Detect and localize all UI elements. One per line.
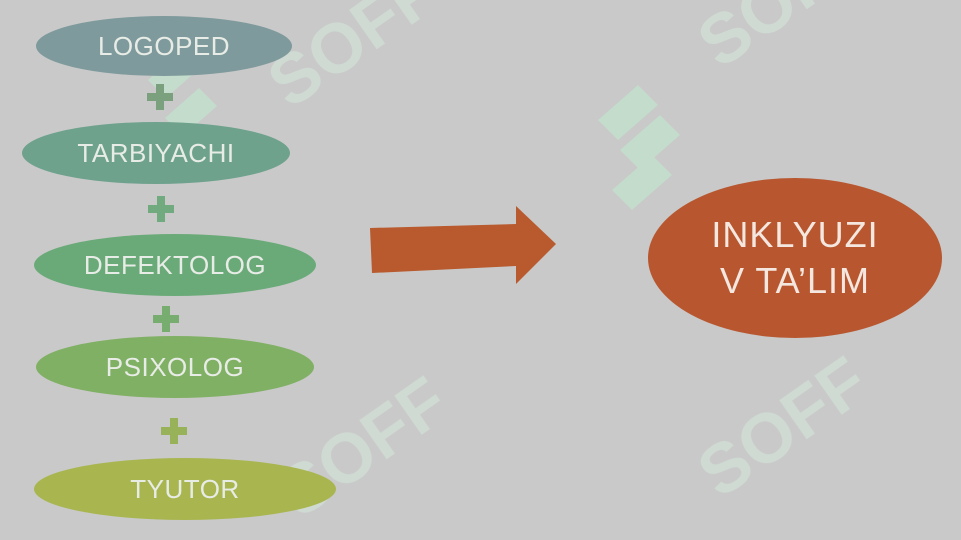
node-label: DEFEKTOLOG [83, 249, 267, 280]
result-label-line1: INKLYUZI [711, 214, 879, 255]
node-label: PSIXOLOG [105, 351, 245, 382]
node-label: LOGOPED [97, 30, 231, 61]
node-tyutor: TYUTOR [34, 458, 336, 520]
plus-icon [153, 306, 179, 332]
node-defektolog: DEFEKTOLOG [34, 234, 316, 296]
svg-text:SOFF: SOFF [254, 0, 452, 122]
node-tarbiyachi: TARBIYACHI [22, 122, 290, 184]
plus-icon [147, 84, 173, 110]
result-node: INKLYUZI V TA’LIM [648, 178, 942, 338]
node-label: TYUTOR [130, 473, 240, 504]
result-label-line2: V TA’LIM [719, 260, 871, 301]
node-psixolog: PSIXOLOG [36, 336, 314, 398]
plus-icon [148, 196, 174, 222]
svg-text:SOFF: SOFF [684, 0, 882, 82]
svg-text:SOFF: SOFF [684, 341, 882, 512]
node-label: TARBIYACHI [77, 137, 235, 168]
node-logoped: LOGOPED [36, 16, 292, 76]
plus-icon [161, 418, 187, 444]
